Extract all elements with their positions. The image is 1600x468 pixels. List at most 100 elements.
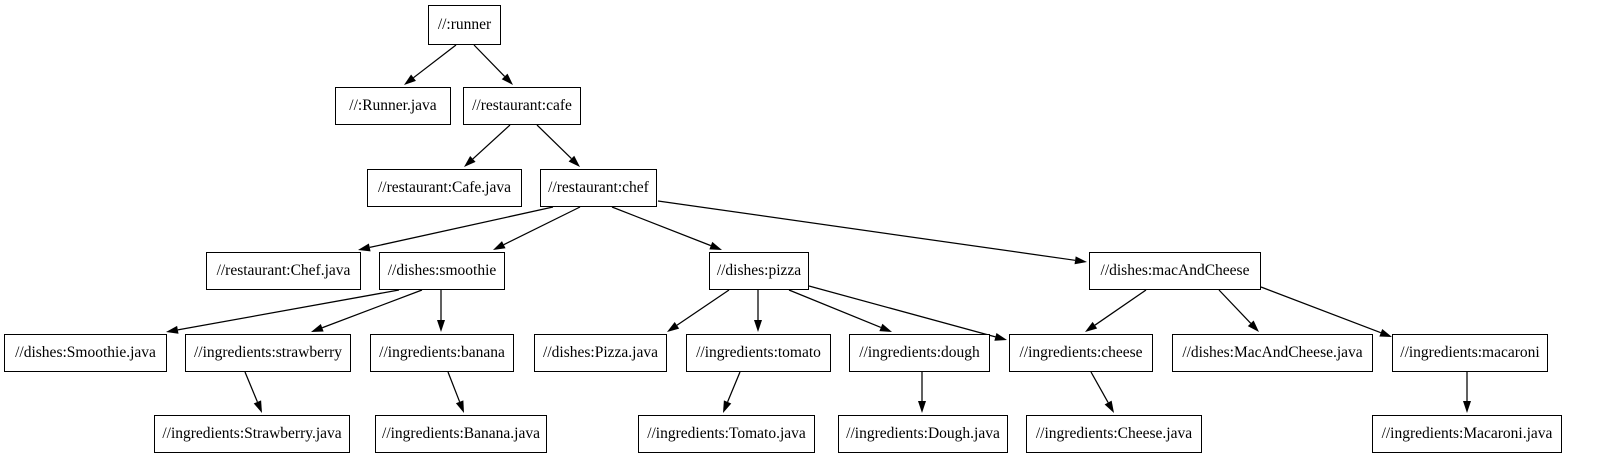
edge-arrowhead-icon [709,241,722,250]
graph-node-label: //dishes:MacAndCheese.java [1182,344,1363,362]
edge-line [808,285,996,338]
graph-node-strawberry_java[interactable]: //ingredients:Strawberry.java [154,415,350,453]
graph-edge-pizza-to-cheese [808,285,1007,341]
graph-node-label: //ingredients:strawberry [193,344,343,362]
graph-node-macandcheese[interactable]: //dishes:macAndCheese [1089,252,1261,290]
edge-line [657,200,1076,261]
edge-line [473,44,506,77]
graph-edge-banana-to-banana_java [447,371,464,413]
edge-line [244,371,258,403]
graph-node-label: //ingredients:tomato [696,344,821,362]
graph-node-label: //ingredients:cheese [1019,344,1143,362]
edge-arrowhead-icon [1104,400,1114,413]
graph-node-dough[interactable]: //ingredients:dough [849,334,990,372]
edge-line [676,289,730,326]
graph-edge-pizza-to-dough [788,289,892,332]
edge-line [1094,289,1147,326]
edge-line [413,44,457,79]
graph-edge-chef-to-smoothie [493,206,581,250]
edge-arrowhead-icon [879,323,892,332]
edge-arrowhead-icon [404,74,416,85]
graph-node-dough_java[interactable]: //ingredients:Dough.java [838,415,1008,453]
graph-node-label: //dishes:Smoothie.java [15,344,156,362]
graph-edge-smoothie-to-banana [437,290,445,332]
graph-node-cafe[interactable]: //restaurant:cafe [463,87,581,125]
edge-line [1218,289,1252,324]
edge-line [536,124,572,160]
edge-line [472,124,511,160]
edge-arrowhead-icon [1463,401,1471,413]
edge-line [322,289,423,329]
edge-arrowhead-icon [754,320,762,332]
edge-arrowhead-icon [437,320,445,332]
graph-node-banana[interactable]: //ingredients:banana [370,334,514,372]
edge-line [177,289,400,331]
edge-line [369,206,554,249]
graph-node-label: //ingredients:Banana.java [382,425,540,443]
graph-edge-pizza-to-pizza_java [667,289,730,332]
graph-edge-chef-to-macandcheese [657,200,1087,265]
edge-arrowhead-icon [358,243,371,252]
graph-node-pizza[interactable]: //dishes:pizza [709,252,809,290]
graph-edge-strawberry-to-strawberry_java [244,371,262,413]
graph-edge-cheese-to-cheese_java [1090,371,1114,413]
graph-node-runner_java[interactable]: //:Runner.java [335,87,451,125]
graph-edge-macandcheese-to-macaroni [1260,286,1392,337]
edge-arrowhead-icon [253,400,262,413]
graph-node-label: //ingredients:Macaroni.java [1381,425,1553,443]
edge-arrowhead-icon [1085,321,1098,332]
graph-node-label: //:runner [437,16,492,34]
graph-node-strawberry[interactable]: //ingredients:strawberry [185,334,351,372]
edge-arrowhead-icon [464,155,476,167]
edge-line [788,289,882,329]
edge-line [727,371,741,403]
graph-node-cheese[interactable]: //ingredients:cheese [1009,334,1153,372]
graph-edge-smoothie-to-strawberry [311,289,423,332]
graph-node-runner[interactable]: //:runner [428,5,501,45]
graph-node-cheese_java[interactable]: //ingredients:Cheese.java [1026,415,1202,453]
edge-arrowhead-icon [568,155,580,167]
graph-node-label: //ingredients:Cheese.java [1035,425,1193,443]
graph-node-label: //restaurant:Cafe.java [378,179,511,197]
graph-node-label: //ingredients:Strawberry.java [162,425,342,443]
graph-node-chef_java[interactable]: //restaurant:Chef.java [206,252,361,290]
graph-node-label: //dishes:smoothie [387,262,497,280]
graph-edge-cafe-to-cafe_java [464,124,511,167]
graph-node-label: //dishes:Pizza.java [543,344,658,362]
edge-arrowhead-icon [1379,328,1392,337]
graph-node-cafe_java[interactable]: //restaurant:Cafe.java [367,169,522,207]
edge-arrowhead-icon [166,325,179,334]
graph-edge-macandcheese-to-cheese [1085,289,1147,332]
graph-edge-chef-to-chef_java [358,206,554,252]
graph-node-chef[interactable]: //restaurant:chef [540,169,657,207]
graph-node-pizza_java[interactable]: //dishes:Pizza.java [534,334,667,372]
graph-edge-runner-to-runner_java [404,44,457,85]
graph-edge-runner-to-cafe [473,44,513,85]
graph-edge-dough-to-dough_java [918,372,926,413]
graph-node-tomato[interactable]: //ingredients:tomato [686,334,831,372]
graph-node-tomato_java[interactable]: //ingredients:Tomato.java [638,415,815,453]
graph-node-label: //restaurant:chef [548,179,649,197]
graph-node-label: //restaurant:cafe [472,97,572,115]
graph-node-smoothie_java[interactable]: //dishes:Smoothie.java [4,334,167,372]
edge-line [447,371,461,403]
graph-node-label: //restaurant:Chef.java [216,262,351,280]
graph-edge-chef-to-pizza [611,206,722,250]
edge-arrowhead-icon [311,324,324,332]
edge-line [1090,371,1109,403]
graph-node-smoothie[interactable]: //dishes:smoothie [379,252,505,290]
graph-node-macandcheese_java[interactable]: //dishes:MacAndCheese.java [1172,334,1373,372]
graph-node-macaroni_java[interactable]: //ingredients:Macaroni.java [1372,415,1562,453]
edge-line [1260,286,1382,334]
edge-arrowhead-icon [455,400,464,413]
graph-edge-macandcheese-to-macandcheese_java [1218,289,1259,332]
edge-arrowhead-icon [1074,256,1087,265]
graph-node-banana_java[interactable]: //ingredients:Banana.java [375,415,547,453]
graph-edge-macaroni-to-macaroni_java [1463,372,1471,413]
graph-node-macaroni[interactable]: //ingredients:macaroni [1392,334,1548,372]
graph-edge-smoothie-to-smoothie_java [166,289,400,334]
graph-node-label: //dishes:macAndCheese [1100,262,1250,280]
graph-node-label: //ingredients:banana [379,344,505,362]
graph-edge-tomato-to-tomato_java [723,371,741,413]
